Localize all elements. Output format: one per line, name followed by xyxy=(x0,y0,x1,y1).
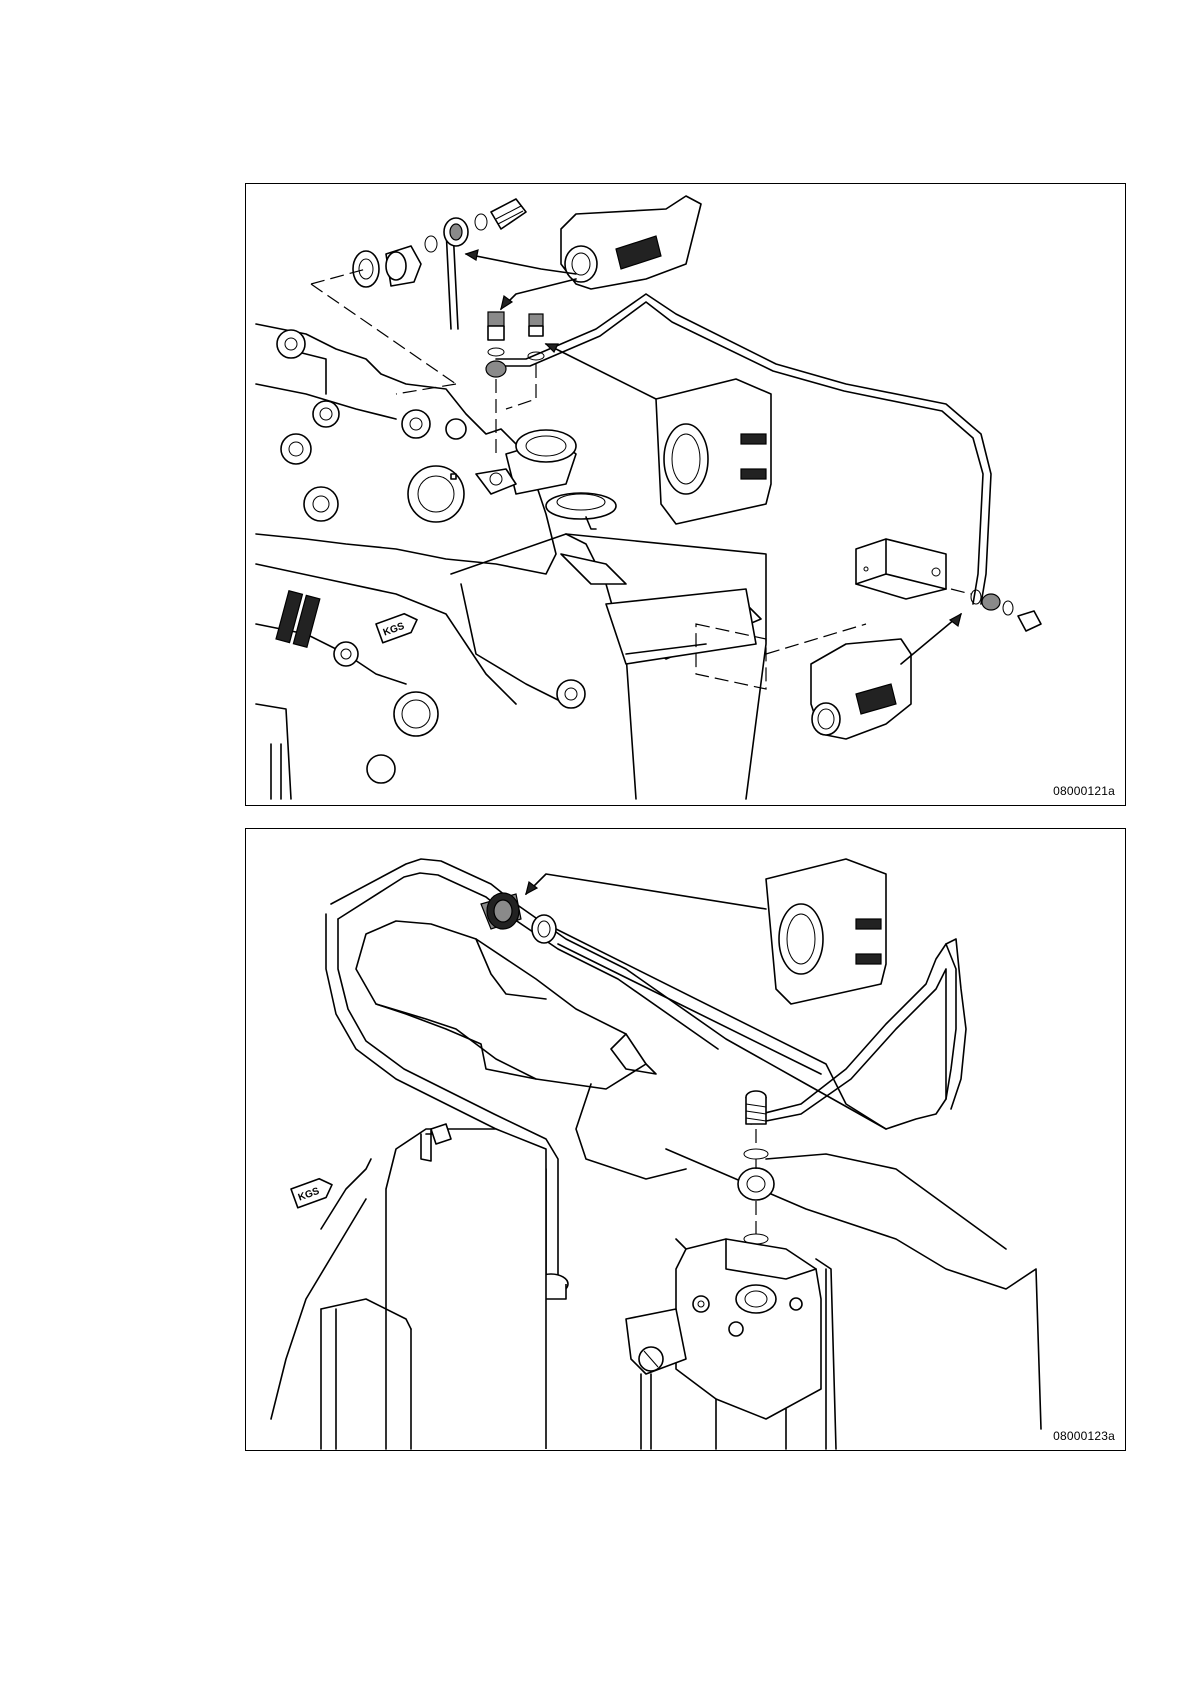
kgs-arrow-badge: KGS xyxy=(291,1175,335,1207)
figure-id-label-top: 08000121a xyxy=(1053,784,1115,798)
figure-bottom-assembly-view: KGS 08000123a xyxy=(245,828,1126,1451)
figure-top-exploded-view: KGS xyxy=(245,183,1126,806)
detail-callout xyxy=(526,859,886,1004)
mtu-logo xyxy=(276,591,320,648)
engine-block xyxy=(256,324,556,799)
detail-callout-3 xyxy=(811,614,961,739)
figure-id-label-bottom: 08000123a xyxy=(1053,1429,1115,1443)
bottom-technical-drawing: KGS xyxy=(246,829,1125,1450)
kgs-arrow-badge: KGS xyxy=(376,610,420,642)
top-technical-drawing: KGS xyxy=(246,184,1125,805)
